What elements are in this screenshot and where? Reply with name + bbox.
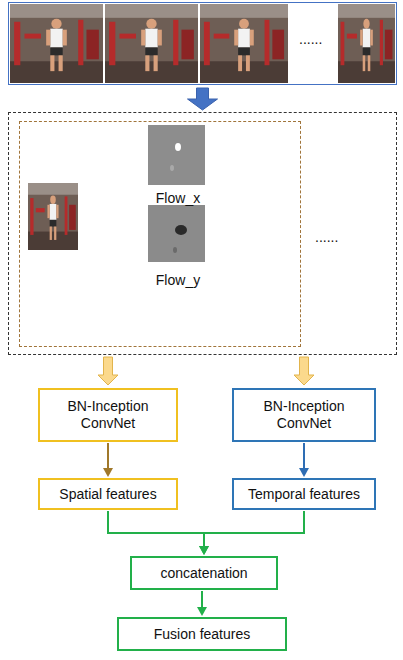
connector [98,357,118,385]
box-label: Fusion features [154,626,251,643]
input-group: ...... Flow_xFlow_y [8,112,397,355]
connector [294,357,314,385]
image-label: ...... [299,31,322,48]
box-label: concatenation [160,565,247,582]
box-label: BN-Inception ConvNet [242,398,366,432]
feature-box: Temporal features [232,478,376,510]
image-label: Flow_x [156,190,200,207]
output-box: Fusion features [117,617,287,651]
connector [204,511,304,547]
connector [299,468,309,477]
image-label: Flow_y [156,272,200,289]
box-label: BN-Inception ConvNet [48,398,168,432]
connector [103,468,113,477]
snippet-group: Flow_xFlow_y [19,121,301,347]
process-box: concatenation [130,556,278,590]
connector [107,443,109,469]
connector [188,88,218,110]
feature-box: Spatial features [38,478,178,510]
box-label: Spatial features [59,486,156,503]
image-label: ...... [315,229,338,246]
box-label: Temporal features [248,486,360,503]
convnet-box: BN-Inception ConvNet [232,388,376,442]
connector [201,591,203,608]
connector [199,546,209,555]
connector [199,546,209,555]
connector [197,607,207,616]
convnet-box: BN-Inception ConvNet [38,388,178,442]
frame-strip: ...... [8,2,397,85]
connector [108,511,204,547]
connector [303,443,305,469]
